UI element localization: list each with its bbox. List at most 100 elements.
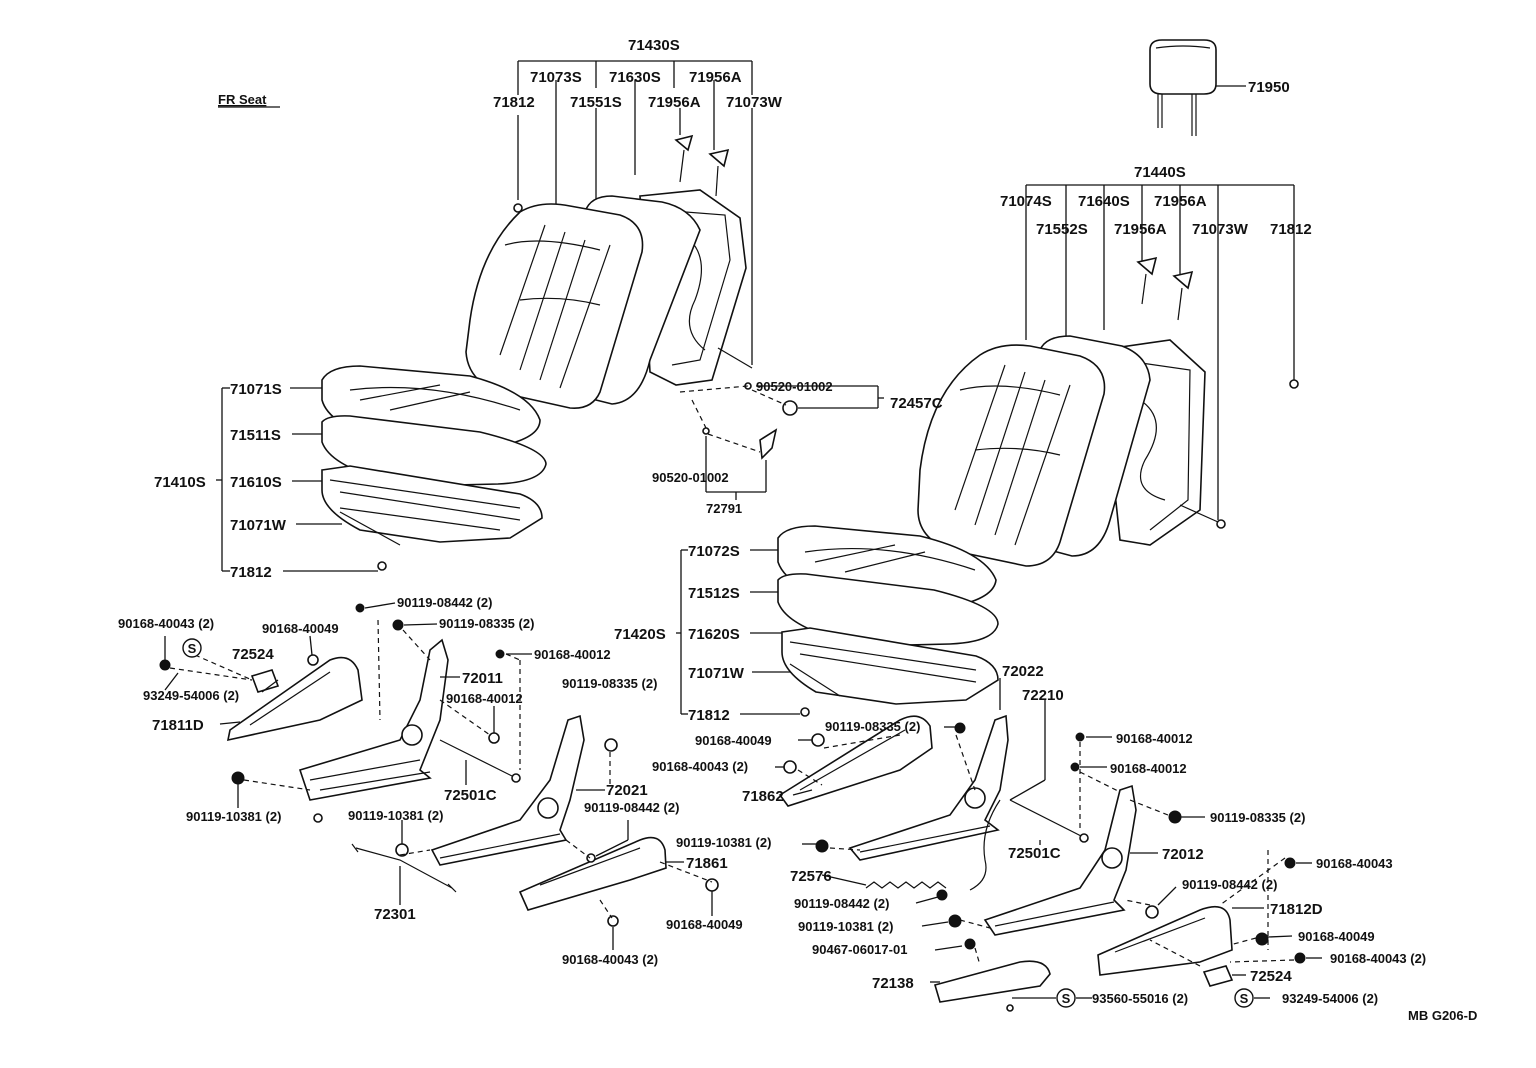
bracket-71430S (517, 60, 753, 365)
label-90168-40012-c: 90168-40012 (1116, 731, 1193, 746)
label-72021: 72021 (606, 782, 648, 799)
diagram-title: FR Seat (218, 92, 267, 107)
right-seat-cushion (777, 525, 999, 717)
s-symbol-right-a: S (1056, 988, 1076, 1008)
label-90168-40043-c: 90168-40043 (2) (652, 759, 748, 774)
label-90520-a: 90520-01002 (756, 379, 833, 394)
label-71440S: 71440S (1134, 164, 1186, 181)
label-90119-08442-c: 90119-08442 (2) (1182, 877, 1277, 892)
label-71073W-a: 71073W (726, 94, 783, 111)
label-71812-b: 71812 (1270, 221, 1312, 238)
part-labels: 71430S 71073S 71630S 71956A 71812 71551S… (118, 37, 1477, 1023)
label-72501C-a: 72501C (444, 787, 497, 804)
label-71073S: 71073S (530, 69, 582, 86)
bracket-71420S (676, 549, 800, 715)
label-71956A-b: 71956A (648, 94, 701, 111)
label-71552S: 71552S (1036, 221, 1088, 238)
label-71074S: 71074S (1000, 193, 1052, 210)
label-71812-a: 71812 (493, 94, 535, 111)
label-71073W-b: 71073W (1192, 221, 1249, 238)
label-72210: 72210 (1022, 687, 1064, 704)
label-71420S: 71420S (614, 626, 666, 643)
label-90168-40049-c: 90168-40049 (695, 733, 772, 748)
diagram-code: MB G206-D (1408, 1008, 1477, 1023)
label-71072S: 71072S (688, 543, 740, 560)
label-72301: 72301 (374, 906, 416, 923)
label-90119-10381-a: 90119-10381 (2) (186, 809, 281, 824)
label-71640S: 71640S (1078, 193, 1130, 210)
left-back-hardware (679, 382, 884, 500)
label-71410S: 71410S (154, 474, 206, 491)
left-seat-back (465, 134, 753, 409)
s-symbol-right-b: S (1234, 988, 1254, 1008)
label-93249-b: 93249-54006 (2) (1282, 991, 1378, 1006)
label-72501C-b: 72501C (1008, 845, 1061, 862)
right-lower-hardware (775, 678, 1322, 1012)
label-90119-10381-d: 90119-10381 (2) (798, 919, 893, 934)
label-71861: 71861 (686, 855, 728, 872)
label-71071S: 71071S (230, 381, 282, 398)
bracket-71410S (216, 387, 378, 572)
label-90168-40012-a: 90168-40012 (534, 647, 611, 662)
label-71620S: 71620S (688, 626, 740, 643)
label-71630S: 71630S (609, 69, 661, 86)
label-90168-40043-a: 90168-40043 (2) (118, 616, 214, 631)
label-90168-40049-a: 90168-40049 (262, 621, 339, 636)
label-72791: 72791 (706, 501, 742, 516)
s-symbol-left: S (182, 638, 202, 658)
label-71610S: 71610S (230, 474, 282, 491)
label-71956A-top: 71956A (689, 69, 742, 86)
label-90168-40012-b: 90168-40012 (446, 691, 523, 706)
label-71950: 71950 (1248, 79, 1290, 96)
label-93249-a: 93249-54006 (2) (143, 688, 239, 703)
label-90168-40049-d: 90168-40049 (1298, 929, 1375, 944)
label-90467: 90467-06017-01 (812, 942, 907, 957)
headrest-71950 (1149, 39, 1246, 136)
label-71071W-b: 71071W (688, 665, 745, 682)
label-71071W-a: 71071W (230, 517, 287, 534)
label-90119-10381-c: 90119-10381 (2) (676, 835, 771, 850)
label-71862: 71862 (742, 788, 784, 805)
label-72524-a: 72524 (232, 646, 274, 663)
label-71956A-c: 71956A (1154, 193, 1207, 210)
label-71551S: 71551S (570, 94, 622, 111)
s-symbol-right-a-text: S (1062, 991, 1071, 1006)
right-seat-back (917, 256, 1299, 567)
label-72022: 72022 (1002, 663, 1044, 680)
label-90168-40049-b: 90168-40049 (666, 917, 743, 932)
label-90119-08335-a: 90119-08335 (2) (439, 616, 534, 631)
label-90168-40043-e: 90168-40043 (2) (1330, 951, 1426, 966)
label-72576: 72576 (790, 868, 832, 885)
label-72012: 72012 (1162, 846, 1204, 863)
label-90119-08335-c: 90119-08335 (2) (825, 719, 920, 734)
label-72457C: 72457C (890, 395, 943, 412)
label-90119-10381-b: 90119-10381 (2) (348, 808, 443, 823)
label-72011: 72011 (462, 670, 503, 687)
label-90168-40043-d: 90168-40043 (1316, 856, 1393, 871)
label-90168-40012-d: 90168-40012 (1110, 761, 1187, 776)
label-90119-08442-b: 90119-08442 (2) (584, 800, 679, 815)
label-72138: 72138 (872, 975, 914, 992)
label-90168-40043-b: 90168-40043 (2) (562, 952, 658, 967)
label-90119-08442-a: 90119-08442 (2) (397, 595, 492, 610)
label-90119-08335-b: 90119-08335 (2) (562, 676, 657, 691)
label-90119-08442-d: 90119-08442 (2) (794, 896, 889, 911)
s-symbol-left-text: S (188, 641, 197, 656)
left-lower-hardware (159, 602, 719, 950)
label-72524-b: 72524 (1250, 968, 1292, 985)
bracket-71440S (1025, 184, 1295, 520)
label-71511S: 71511S (230, 427, 281, 444)
s-symbol-right-b-text: S (1240, 991, 1249, 1006)
label-71512S: 71512S (688, 585, 740, 602)
label-71811D: 71811D (152, 717, 204, 734)
label-90520-b: 90520-01002 (652, 470, 729, 485)
label-71430S: 71430S (628, 37, 680, 54)
label-71812-c: 71812 (230, 564, 272, 581)
label-71956A-d: 71956A (1114, 221, 1167, 238)
label-71812D: 71812D (1270, 901, 1323, 918)
label-71812-d: 71812 (688, 707, 730, 724)
left-seat-cushion (321, 365, 547, 571)
label-90119-08335-d: 90119-08335 (2) (1210, 810, 1305, 825)
label-93560: 93560-55016 (2) (1092, 991, 1188, 1006)
